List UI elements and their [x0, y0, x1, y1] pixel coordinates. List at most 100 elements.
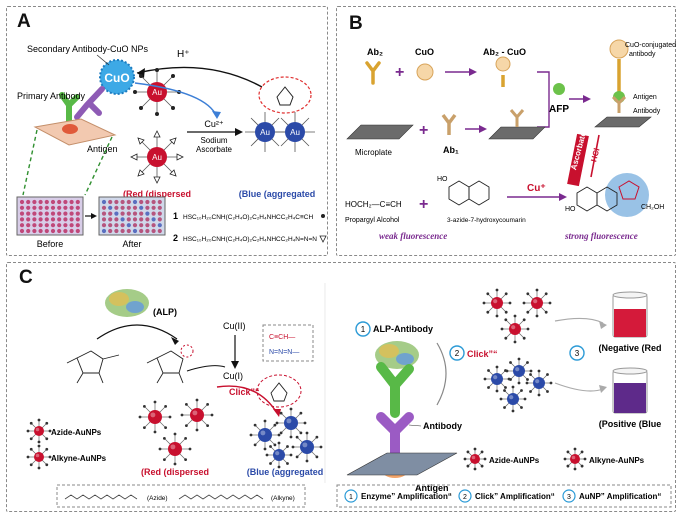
ab2-antibody [365, 61, 381, 85]
svg-text:Propargyl Alcohol: Propargyl Alcohol [345, 217, 400, 224]
svg-text:(Positive (Blue: (Positive (Blue [599, 419, 662, 429]
primary-antibody [59, 92, 80, 125]
strong-fluorescence: strong fluorescence [564, 231, 638, 241]
aunp-particle [483, 365, 511, 393]
cuo-label: CuO [104, 71, 129, 85]
svg-text:Before: Before [37, 239, 64, 249]
aunp-particle [291, 431, 323, 463]
svg-text:+: + [419, 122, 428, 139]
aunp-particle [563, 447, 587, 471]
svg-text:HCl: HCl [589, 147, 601, 163]
c-blue-aggregated-label: (Blue (aggregated [247, 467, 324, 477]
primary-antibody-label: Primary Antibody [17, 91, 86, 101]
weak-fluorescence: weak fluorescence [379, 231, 447, 241]
svg-text:CuO: CuO [415, 47, 434, 57]
microplate-b [346, 124, 414, 140]
svg-text:(Alkyne): (Alkyne) [271, 495, 295, 502]
au-dispersed-top: Au [133, 68, 181, 116]
afp-antigen [553, 83, 565, 95]
svg-text:Antibody: Antibody [423, 421, 462, 431]
svg-text:Ascorbate: Ascorbate [196, 145, 233, 154]
svg-text:Ab₂: Ab₂ [367, 47, 383, 57]
svg-text:Click”“: Click”“ [229, 387, 260, 397]
ascorbate-arrow [567, 133, 589, 187]
svg-text:Au: Au [152, 153, 162, 162]
aunp-particle [500, 314, 530, 344]
alp-enzyme [105, 289, 149, 317]
antigen-shape [62, 124, 78, 134]
svg-text:Sodium: Sodium [200, 136, 227, 145]
aunp-particle [505, 357, 533, 385]
aunp-particle [180, 398, 214, 432]
panel-b-label: B [349, 13, 363, 34]
svg-text:Microplate: Microplate [355, 148, 392, 157]
svg-text:After: After [122, 239, 141, 249]
cuo-nanoparticle: CuO [99, 59, 135, 95]
secondary-antibody-label: Secondary Antibody-CuO NPs [27, 44, 149, 54]
svg-text:3-azide-7-hydroxycoumarin: 3-azide-7-hydroxycoumarin [447, 217, 526, 224]
red-dispersed-particles [138, 398, 214, 466]
svg-text:+: + [419, 196, 428, 213]
svg-text:Cu⁺: Cu⁺ [527, 183, 546, 194]
aunp-particle [275, 407, 307, 439]
svg-text:C≡CH—: C≡CH— [269, 334, 295, 341]
svg-text:Cu(II): Cu(II) [223, 321, 246, 331]
svg-text:3: 3 [575, 349, 580, 358]
panel-c-label: C [19, 267, 33, 288]
aunp-particle [249, 419, 281, 451]
panel-b-diagram: Ab₂ + CuO Ab₂ - CuO AFP CuO-conjugated a… [345, 39, 676, 241]
panel-c: C (ALP) Cu(II) Cu(I) C≡CH— N=N=N— [6, 262, 676, 512]
right-red-particles [482, 288, 552, 344]
svg-text:ALP-Antibody: ALP-Antibody [373, 324, 433, 334]
ascorbate-phosphate [66, 350, 120, 384]
svg-text:Antigen: Antigen [633, 94, 657, 101]
formula-2: HSC₁₀H₂₀CNH(C₂H₄O)₂C₂H₄NHCC₂H₄N=N=N [183, 236, 317, 243]
aunp-particle [499, 385, 527, 413]
svg-text:Click” Amplification“: Click” Amplification“ [475, 492, 555, 501]
svg-text:antibody: antibody [629, 51, 656, 58]
panel-a-diagram: CuO Secondary Antibody-CuO NPs H⁺ Primar… [16, 44, 327, 249]
positive-blue-tube [612, 367, 648, 414]
plate-c [346, 452, 458, 476]
blue-aggregated-particles [249, 407, 323, 469]
panel-b: B Ab₂ + CuO Ab₂ - CuO AFP CuO-conjugated… [336, 6, 676, 256]
triazole-highlight [258, 76, 312, 114]
aunp-particle [26, 418, 52, 444]
alkyne-aunp-legend-icon [26, 444, 52, 470]
svg-text:Click”“: Click”“ [467, 349, 498, 359]
c-red-dispersed-label: (Red (dispersed [141, 467, 209, 477]
h-plus-arrow [136, 66, 263, 88]
h-plus-label: H⁺ [177, 49, 190, 60]
svg-text:(Negative (Red: (Negative (Red [598, 343, 661, 353]
panel-a: A CuO Secondary Antibody-CuO NPs H⁺ Prim… [6, 6, 328, 256]
svg-text:Ab₂ - CuO: Ab₂ - CuO [483, 47, 526, 57]
svg-text:Alkyne-AuNPs: Alkyne-AuNPs [51, 454, 107, 463]
au-aggregated-1: Au [245, 112, 285, 152]
panel-a-label: A [17, 11, 31, 32]
aunp-particle [522, 288, 552, 318]
svg-text:Antibody: Antibody [633, 108, 661, 115]
red-dispersed-label: (Red (dispersed [123, 189, 191, 199]
svg-text:+: + [395, 64, 404, 81]
svg-text:1: 1 [349, 494, 353, 501]
afp-label: AFP [549, 104, 569, 115]
aunp-particle [158, 432, 192, 466]
svg-text:1: 1 [173, 211, 178, 221]
svg-text:Cu²⁺: Cu²⁺ [204, 119, 224, 129]
aunp-particle [525, 369, 553, 397]
svg-text:Au: Au [290, 128, 300, 137]
svg-text:HO: HO [437, 176, 448, 183]
svg-text:3: 3 [567, 494, 571, 501]
formula-1: HSC₁₀H₂₀CNH(C₂H₄O)₂C₂H₄NHCC₂H₄C≡CH [183, 214, 313, 221]
svg-text:CuO-conjugated: CuO-conjugated [625, 42, 676, 49]
coumarin-structure [448, 180, 490, 206]
aunp-particle [138, 400, 172, 434]
ab1-antibody [441, 113, 457, 135]
svg-text:HOCH₂—C≡CH: HOCH₂—C≡CH [345, 200, 402, 209]
svg-text:AuNP” Amplification“: AuNP” Amplification“ [579, 492, 661, 501]
azide-aunp-legend-icon [26, 418, 52, 444]
svg-text:Cu(I): Cu(I) [223, 371, 243, 381]
svg-text:1: 1 [361, 325, 366, 334]
svg-text:Enzyme” Amplification“: Enzyme” Amplification“ [361, 492, 452, 501]
svg-text:2: 2 [173, 233, 178, 243]
